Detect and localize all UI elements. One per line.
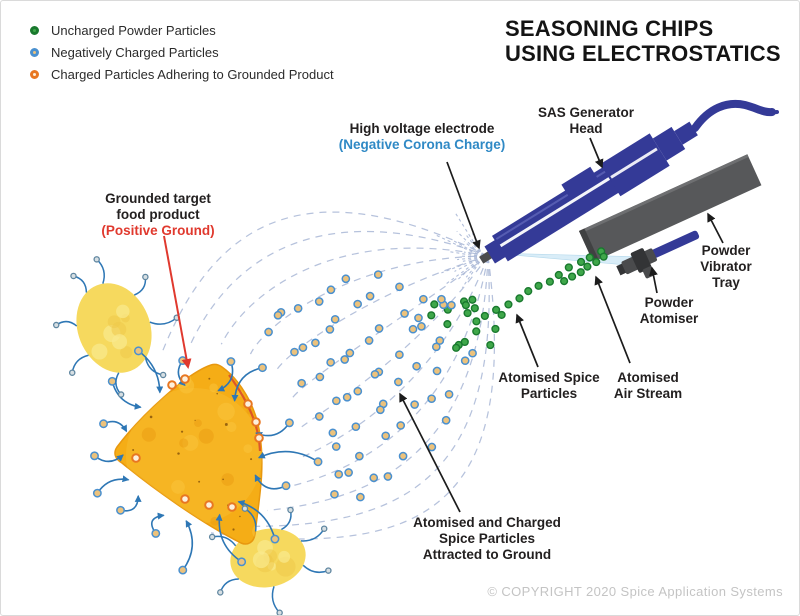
legend-label: Uncharged Powder Particles [51, 23, 216, 38]
adhering-particles [131, 374, 264, 512]
legend-item: Negatively Charged Particles [30, 44, 334, 61]
chip-edge-highlight [228, 374, 262, 452]
label-atomised-air-stream: Atomised Air Stream [613, 370, 683, 401]
potato-chip-left [76, 283, 152, 373]
atomiser-arrow [649, 266, 658, 294]
label-sas-generator-head: SAS Generator Head [537, 105, 635, 136]
air-stream-arrow [594, 275, 631, 364]
title-line-1: SEASONING CHIPS [505, 16, 714, 41]
copyright-text: © COPYRIGHT 2020 Spice Application Syste… [487, 584, 783, 599]
grounded-target-arrow [163, 235, 192, 369]
attracted-arrow [399, 392, 461, 513]
powder-vibrator-tray-device [579, 154, 762, 262]
legend-item: Uncharged Powder Particles [30, 22, 334, 39]
sas-generator-head-device [479, 100, 779, 264]
annotation-arrows [163, 137, 724, 513]
spice-particles-arrow [515, 313, 539, 368]
high-voltage-arrow [446, 161, 481, 250]
powder-atomiser-device [616, 230, 700, 279]
label-powder-vibrator-tray: Powder Vibrator Tray [700, 243, 752, 290]
label-attracted-to-ground: Atomised and Charged Spice Particles Att… [413, 515, 561, 562]
page-title: SEASONING CHIPS USING ELECTROSTATICS [505, 16, 781, 66]
title-line-2: USING ELECTROSTATICS [505, 40, 781, 66]
label-powder-atomiser: Powder Atomiser [639, 295, 699, 326]
charged-particle-cloud [264, 270, 477, 502]
atomised-spice-particles [427, 247, 608, 352]
negatively-charged-particle-icon [30, 48, 39, 57]
legend-item: Charged Particles Adhering to Grounded P… [30, 66, 334, 83]
label-high-voltage-electrode: High voltage electrode (Negative Corona … [338, 121, 506, 152]
chip-attraction-squiggles [52, 256, 332, 615]
label-atomised-spice-particles: Atomised Spice Particles [498, 370, 600, 401]
label-grounded-target: Grounded target food product (Positive G… [101, 191, 215, 238]
adhering-particle-icon [30, 70, 39, 79]
electric-field-lines [160, 211, 496, 540]
vibrator-tray-arrow [707, 212, 724, 244]
legend-label: Charged Particles Adhering to Grounded P… [51, 67, 334, 82]
sas-head-arrow [589, 137, 604, 169]
legend: Uncharged Powder Particles Negatively Ch… [30, 22, 334, 88]
legend-label: Negatively Charged Particles [51, 45, 219, 60]
uncharged-powder-particle-icon [30, 26, 39, 35]
